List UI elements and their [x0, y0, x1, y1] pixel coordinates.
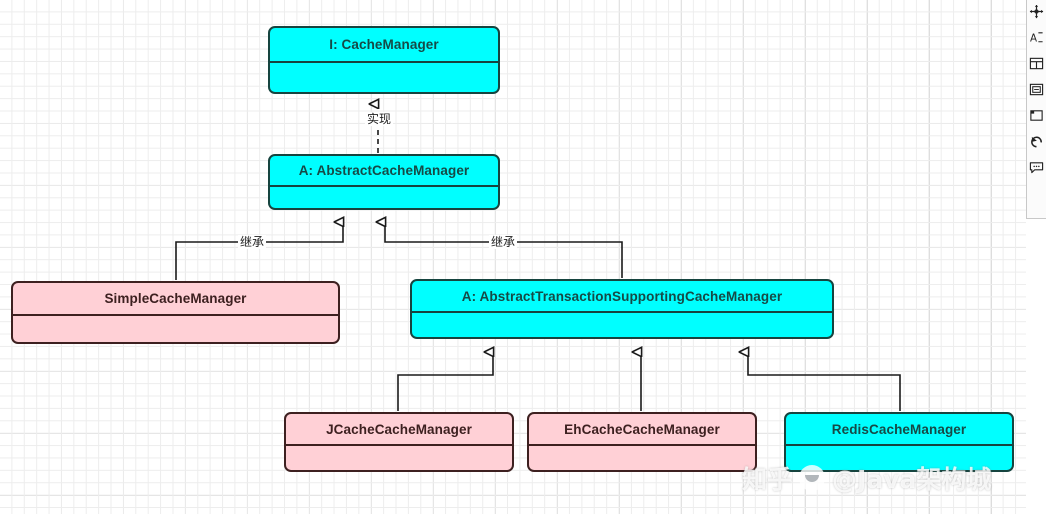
class-body-ehcache-cache-manager [529, 446, 755, 470]
relation-label-inherit-simple: 继承 [238, 235, 267, 249]
class-title-abstract-cache-manager: A: AbstractCacheManager [270, 156, 498, 187]
move-compass-icon[interactable] [1028, 3, 1045, 20]
relation-label-realization: 实现 [365, 112, 394, 126]
class-title-jcache-cache-manager: JCacheCacheManager [286, 414, 512, 446]
undo-arrow-icon[interactable] [1028, 133, 1045, 150]
class-box-redis-cache-manager[interactable]: RedisCacheManager [784, 412, 1014, 472]
class-body-abstract-transaction-supporting-cache-manager [412, 313, 832, 337]
class-box-ehcache-cache-manager[interactable]: EhCacheCacheManager [527, 412, 757, 472]
class-title-simple-cache-manager: SimpleCacheManager [13, 283, 338, 316]
class-body-simple-cache-manager [13, 316, 338, 342]
layout-panel-icon[interactable] [1028, 55, 1045, 72]
svg-text:A: A [1030, 32, 1037, 44]
class-body-cache-manager [270, 63, 498, 92]
class-box-cache-manager[interactable]: I: CacheManager [268, 26, 500, 94]
class-box-jcache-cache-manager[interactable]: JCacheCacheManager [284, 412, 514, 472]
edit-box-icon[interactable] [1028, 81, 1045, 98]
class-body-jcache-cache-manager [286, 446, 512, 470]
class-body-abstract-cache-manager [270, 187, 498, 208]
class-title-cache-manager: I: CacheManager [270, 28, 498, 63]
class-title-ehcache-cache-manager: EhCacheCacheManager [529, 414, 755, 446]
shape-square-icon[interactable] [1028, 107, 1045, 124]
class-title-abstract-transaction-supporting-cache-manager: A: AbstractTransactionSupportingCacheMan… [412, 281, 832, 313]
class-title-redis-cache-manager: RedisCacheManager [786, 414, 1012, 446]
comment-bubble-icon[interactable] [1028, 159, 1045, 176]
relation-label-inherit-transactional: 继承 [489, 235, 518, 249]
class-box-abstract-transaction-supporting-cache-manager[interactable]: A: AbstractTransactionSupportingCacheMan… [410, 279, 834, 339]
class-box-simple-cache-manager[interactable]: SimpleCacheManager [11, 281, 340, 344]
class-box-abstract-cache-manager[interactable]: A: AbstractCacheManager [268, 154, 500, 210]
class-body-redis-cache-manager [786, 446, 1012, 470]
text-format-icon[interactable]: A [1028, 29, 1045, 46]
right-toolbar[interactable]: A [1026, 0, 1046, 219]
